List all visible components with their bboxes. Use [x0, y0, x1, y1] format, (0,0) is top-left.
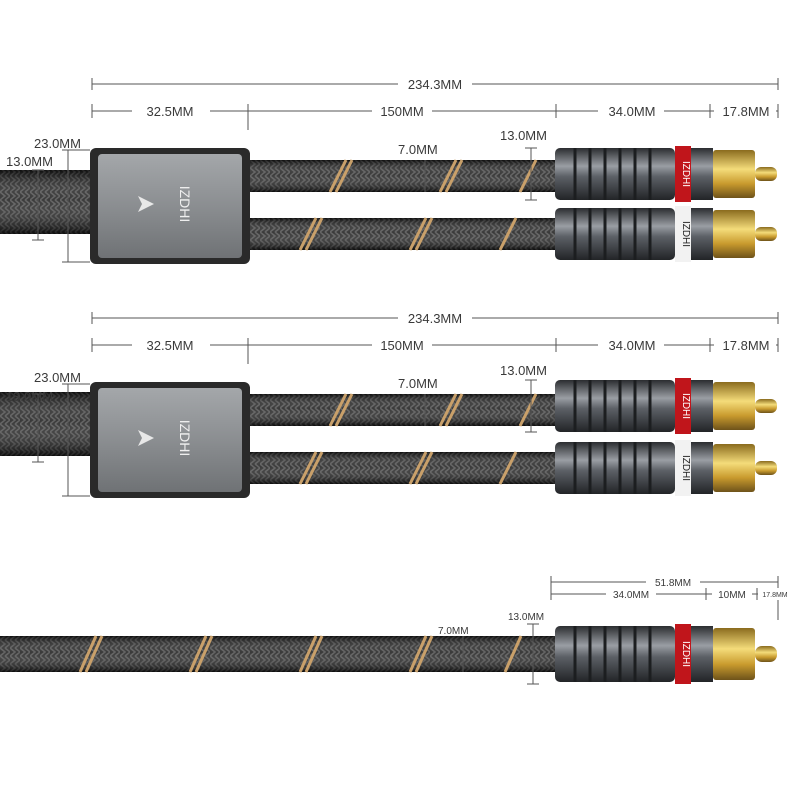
dim-total-length: 234.3MM: [408, 311, 462, 326]
band-red: [675, 146, 691, 202]
svg-text:IZDHI: IZDHI: [680, 641, 691, 667]
band-white: [675, 206, 691, 262]
dim-plug-diameter: 13.0MM: [500, 363, 547, 378]
dim-splitter-height: 23.0MM: [34, 136, 81, 151]
splitter-brand: IZDHI: [177, 420, 193, 457]
dim-plug-body-length: 34.0MM: [613, 590, 649, 601]
dim-branch-cable-diameter: 7.0MM: [398, 142, 438, 157]
svg-text:IZDHI: IZDHI: [680, 455, 691, 481]
branch-cable-lower: [245, 217, 565, 251]
dim-splitter-length: 32.5MM: [147, 338, 194, 353]
svg-text:IZDHI: IZDHI: [680, 161, 691, 187]
dim-cable-length: 150MM: [380, 338, 423, 353]
rca-plug-white: IZDHI: [555, 206, 777, 262]
single-cable: [0, 635, 570, 673]
arrow-icon: [138, 430, 154, 446]
rca-plug-red: IZDHI: [555, 146, 777, 202]
band-red: [675, 624, 691, 684]
dim-cable-diameter: 7.0MM: [438, 626, 469, 637]
dim-splitter-length: 32.5MM: [147, 104, 194, 119]
dim-pin-length: 17.8MM: [762, 592, 787, 599]
arrow-icon: [138, 196, 154, 212]
branch-cable-upper: [245, 159, 565, 193]
dim-plug-body-length: 34.0MM: [609, 338, 656, 353]
branch-cable-upper: [245, 393, 565, 427]
rca-plug-red: IZDHI: [555, 378, 777, 434]
band-white: [675, 440, 691, 496]
splitter-body: IZDHI: [90, 148, 250, 264]
splitter-body: IZDHI: [90, 382, 250, 498]
dim-input-cable-diameter: 13.0MM: [6, 389, 53, 404]
dim-collar-length: 10MM: [718, 590, 746, 601]
band-red: [675, 378, 691, 434]
diagram-single-plug-bottom: IZDHI 51.8MM 34.0MM 10MM 17.8MM 13.0MM 7…: [0, 575, 792, 685]
branch-cable-lower: [245, 451, 565, 485]
rca-plug-white: IZDHI: [555, 440, 777, 496]
gold-sleeve: [713, 150, 755, 198]
dim-pin-length: 17.8MM: [723, 338, 770, 353]
dim-overall-plug-length: 51.8MM: [655, 578, 691, 589]
dim-plug-body-length: 34.0MM: [609, 104, 656, 119]
dim-cable-length: 150MM: [380, 104, 423, 119]
rca-plug-red: IZDHI: [555, 624, 777, 684]
splitter-brand: IZDHI: [177, 186, 193, 223]
dim-total-length: 234.3MM: [408, 77, 462, 92]
gold-pin: [755, 167, 777, 181]
dim-branch-cable-diameter: 7.0MM: [398, 376, 438, 391]
dim-pin-length: 17.8MM: [723, 104, 770, 119]
svg-text:IZDHI: IZDHI: [680, 221, 691, 247]
diagram-y-splitter-middle: IZDHI IZDHI IZDHI: [0, 309, 779, 498]
dim-input-cable-diameter: 13.0MM: [6, 154, 53, 169]
svg-text:IZDHI: IZDHI: [680, 393, 691, 419]
diagram-y-splitter-top: IZDHI IZDHI IZDHI: [0, 75, 779, 264]
dim-splitter-height: 23.0MM: [34, 370, 81, 385]
dim-plug-diameter: 13.0MM: [508, 612, 544, 623]
dim-plug-diameter: 13.0MM: [500, 128, 547, 143]
